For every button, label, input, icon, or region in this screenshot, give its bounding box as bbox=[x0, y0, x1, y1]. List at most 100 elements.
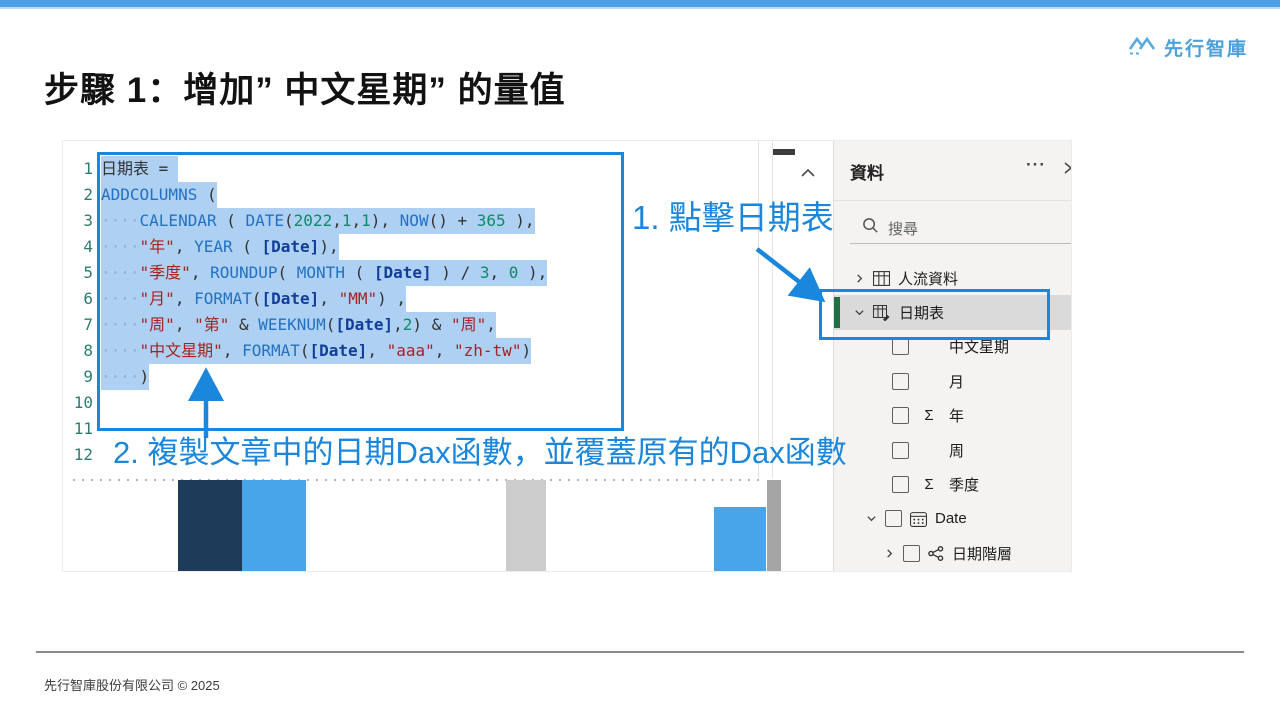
field-checkbox[interactable] bbox=[892, 441, 909, 459]
sigma-icon: Σ bbox=[924, 407, 934, 425]
chevron-up-icon bbox=[800, 165, 816, 183]
code-line[interactable]: 10 bbox=[63, 390, 763, 416]
field-checkbox[interactable] bbox=[892, 372, 909, 390]
dax-editor[interactable]: 1 日期表 = 2 ADDCOLUMNS ( 3 ····CALENDAR ( DATE… bbox=[63, 156, 763, 468]
line-number: 10 bbox=[73, 393, 93, 412]
field-label: 日期階層 bbox=[952, 545, 1013, 563]
calendar-icon bbox=[910, 511, 927, 527]
code-text: ····"月", FORMAT([Date], "MM") , bbox=[101, 286, 407, 312]
field-label: 月 bbox=[949, 373, 965, 391]
table-icon bbox=[873, 270, 890, 286]
hierarchy-icon bbox=[928, 545, 944, 561]
field-label: Date bbox=[935, 510, 967, 528]
field-label: 中文星期 bbox=[949, 339, 1010, 357]
code-text: ····"周", "第" & WEEKNUM([Date],2) & "周", bbox=[101, 312, 496, 338]
code-text: ····) bbox=[101, 364, 150, 390]
tree-row-日期階層[interactable]: 日期階層 bbox=[834, 536, 1071, 570]
more-options-icon[interactable]: ··· bbox=[1026, 155, 1046, 174]
code-text: 日期表 = bbox=[101, 156, 178, 182]
field-label: 人流資料 bbox=[898, 270, 959, 288]
top-accent-bar bbox=[0, 0, 1280, 9]
field-label: 周 bbox=[949, 442, 965, 460]
tree-row-周[interactable]: 周 bbox=[834, 433, 1071, 467]
tree-row-日期表[interactable]: 日期表 bbox=[834, 295, 1071, 330]
brand-name: 先行智庫 bbox=[1163, 39, 1248, 60]
field-label: 日期表 bbox=[899, 305, 945, 323]
code-line[interactable]: 4 ····"年", YEAR ( [Date]), bbox=[63, 234, 763, 260]
data-pane-title: 資料 bbox=[850, 164, 884, 183]
visual-dashed-border bbox=[73, 479, 763, 481]
code-text: ADDCOLUMNS ( bbox=[101, 182, 217, 208]
code-line[interactable]: 6 ····"月", FORMAT([Date], "MM") , bbox=[63, 286, 763, 312]
field-checkbox[interactable] bbox=[892, 407, 909, 425]
field-checkbox[interactable] bbox=[903, 544, 920, 562]
chart-bar-blue-2 bbox=[714, 507, 766, 571]
tree-row-Date[interactable]: Date bbox=[834, 502, 1071, 536]
brand-logo-icon bbox=[1127, 34, 1157, 61]
code-text: ····"年", YEAR ( [Date]), bbox=[101, 234, 339, 260]
chevron-right-icon[interactable] bbox=[854, 273, 865, 284]
search-icon bbox=[862, 217, 879, 239]
code-text: ····CALENDAR ( DATE(2022,1,1), NOW() + 3… bbox=[101, 208, 535, 234]
line-number: 4 bbox=[83, 237, 93, 256]
line-number: 5 bbox=[83, 263, 93, 282]
collapse-formula-bar-button[interactable] bbox=[794, 159, 822, 189]
editor-divider bbox=[758, 141, 759, 478]
line-number: 1 bbox=[83, 159, 93, 178]
chart-bar-gray bbox=[506, 480, 546, 571]
line-number: 9 bbox=[83, 367, 93, 386]
code-line[interactable]: 9 ····) bbox=[63, 364, 763, 390]
scrollbar-thumb[interactable] bbox=[773, 149, 795, 155]
selected-table-indicator bbox=[834, 297, 840, 328]
chevron-right-collapse-icon[interactable] bbox=[1062, 161, 1071, 180]
footer-divider bbox=[36, 651, 1244, 653]
field-checkbox[interactable] bbox=[892, 476, 909, 494]
field-checkbox[interactable] bbox=[892, 338, 909, 356]
sigma-icon: Σ bbox=[924, 476, 934, 494]
tree-row-中文星期[interactable]: 中文星期 bbox=[834, 330, 1071, 364]
panel-divider bbox=[834, 200, 1071, 201]
annotation-step1: 1. 點擊日期表 bbox=[632, 199, 834, 236]
field-label: 季度 bbox=[949, 477, 980, 495]
chart-bar-navy bbox=[178, 480, 242, 571]
line-number: 8 bbox=[83, 341, 93, 360]
search-placeholder: 搜尋 bbox=[888, 220, 919, 238]
chart-bar-blue bbox=[242, 480, 306, 571]
code-line[interactable]: 12 bbox=[63, 442, 763, 468]
chevron-down-icon[interactable] bbox=[866, 513, 877, 524]
search-input[interactable]: 搜尋 bbox=[850, 213, 1071, 244]
line-number: 7 bbox=[83, 315, 93, 334]
code-line[interactable]: 2 ADDCOLUMNS ( bbox=[63, 182, 763, 208]
code-text: ····"中文星期", FORMAT([Date], "aaa", "zh-tw… bbox=[101, 338, 532, 364]
line-number: 3 bbox=[83, 211, 93, 230]
line-number: 6 bbox=[83, 289, 93, 308]
field-checkbox[interactable] bbox=[885, 510, 902, 528]
code-line[interactable]: 5 ····"季度", ROUNDUP( MONTH ( [Date] ) / 3… bbox=[63, 260, 763, 286]
scrollbar-track bbox=[772, 141, 773, 478]
code-line[interactable]: 8 ····"中文星期", FORMAT([Date], "aaa", "zh-t… bbox=[63, 338, 763, 364]
code-text: ····"季度", ROUNDUP( MONTH ( [Date] ) / 3,… bbox=[101, 260, 548, 286]
footer-copyright: 先行智庫股份有限公司 © 2025 bbox=[44, 678, 220, 693]
tree-row-人流資料[interactable]: 人流資料 bbox=[834, 261, 1071, 295]
chevron-right-icon[interactable] bbox=[884, 548, 895, 559]
brand-logo: 先行智庫 bbox=[1127, 34, 1248, 61]
annotation-step2: 2. 複製文章中的日期Dax函數，並覆蓋原有的Dax函數 bbox=[113, 435, 847, 470]
page-title: 步驟 1：增加” 中文星期” 的量值 bbox=[44, 71, 566, 110]
chart-bar-dark-gray bbox=[767, 480, 781, 571]
code-line[interactable]: 11 bbox=[63, 416, 763, 442]
field-label: 年 bbox=[949, 408, 965, 426]
powerbi-screenshot: 1 日期表 = 2 ADDCOLUMNS ( 3 ····CALENDAR ( DATE… bbox=[62, 140, 1072, 572]
line-number: 12 bbox=[73, 445, 93, 464]
code-line[interactable]: 1 日期表 = bbox=[63, 156, 763, 182]
code-line[interactable]: 7 ····"周", "第" & WEEKNUM([Date],2) & "周", bbox=[63, 312, 763, 338]
line-number: 11 bbox=[73, 419, 93, 438]
tree-row-季度[interactable]: Σ 季度 bbox=[834, 467, 1071, 501]
chevron-down-icon[interactable] bbox=[854, 307, 865, 318]
code-line[interactable]: 3 ····CALENDAR ( DATE(2022,1,1), NOW() + … bbox=[63, 208, 763, 234]
line-number: 2 bbox=[83, 185, 93, 204]
tree-row-月[interactable]: 月 bbox=[834, 364, 1071, 398]
